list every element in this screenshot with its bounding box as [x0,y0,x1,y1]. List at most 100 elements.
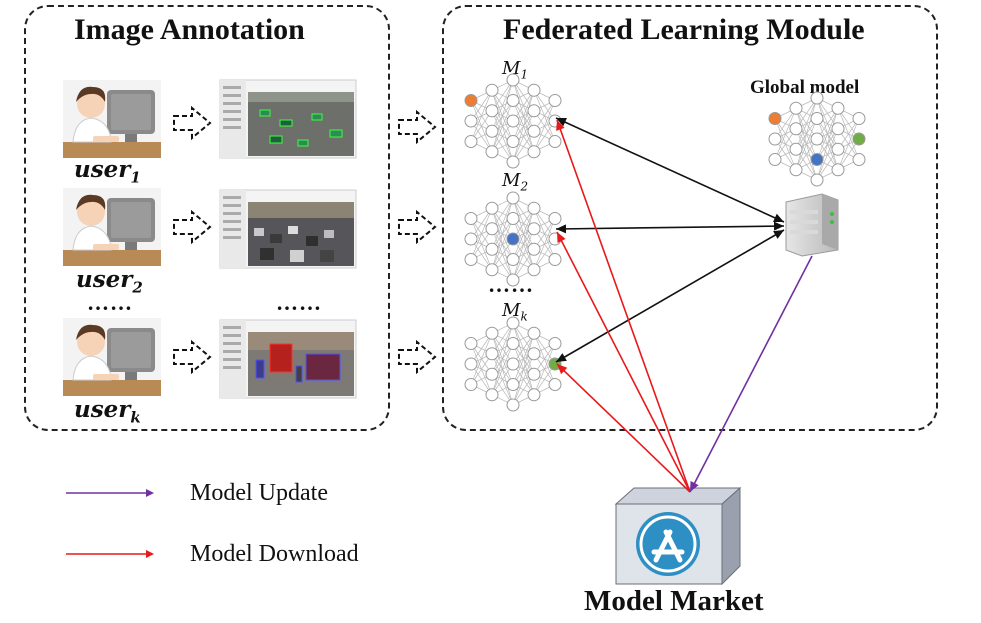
update-arrow-head [690,481,699,492]
nn-node [548,253,562,266]
update-arrow [689,255,813,493]
nn-node [485,367,499,381]
neural-network-m1 [464,73,562,169]
annotation-screenshot-2 [219,189,357,269]
nn-node [527,326,541,340]
nn-node [506,73,520,87]
nn-node [485,201,499,215]
nn-edge [512,228,535,281]
user-icon-k [63,318,161,396]
nn-node [831,122,845,136]
nn-node [527,124,541,138]
nn-edge [795,118,818,170]
nn-node [527,222,541,236]
nn-node [768,132,782,146]
nn-node [464,378,478,391]
sync-arrow-mk-head [773,230,784,239]
nn-node [485,263,499,277]
nn-edge [491,322,514,375]
download-arrow-m1 [556,119,691,493]
nn-node [527,242,541,256]
nn-node [527,83,541,97]
sync-arrow-mk [555,229,785,363]
nn-edge [533,100,556,152]
nn-edge [491,343,514,395]
server-icon [785,193,839,257]
nn-node [789,142,803,156]
dashed-arrow-icon [173,209,212,245]
nn-node [810,112,824,125]
nn-node [464,232,478,246]
nn-node [506,398,520,412]
nn-edge [512,333,535,385]
nn-node [506,337,520,350]
nn-edge [837,118,860,170]
nn-node [464,337,478,350]
nn-edge [491,100,514,152]
nn-node [527,367,541,381]
nn-node [789,163,803,177]
nn-node [527,388,541,402]
nn-node [548,135,562,148]
nn-edge [491,79,514,152]
nn-node [506,273,520,287]
download-arrow-mk-head [557,364,568,375]
nn-node [852,112,866,125]
global-model-label: Global model [750,77,860,98]
federated-learning-title: Federated Learning Module [503,13,865,46]
nn-edge [491,218,514,270]
nn-edge [512,110,535,163]
nn-edge [512,333,535,406]
nn-edge [816,108,839,160]
sync-arrow-mk-line [555,229,785,363]
legend-download-line [66,550,154,558]
download-arrow-m1-head [556,120,565,131]
download-arrow-mk [556,363,691,493]
dashed-arrow-icon [398,109,437,145]
nn-node [548,337,562,350]
nn-edge [774,108,797,160]
nn-node [485,347,499,361]
user-label-2: user2 [76,266,143,297]
nn-node [506,155,520,169]
sync-arrow-m1-head [556,118,567,127]
nn-node [527,145,541,159]
nn-node [831,142,845,156]
nn-node [768,153,782,166]
neural-network-m2 [464,191,562,287]
model-label-1: M1 [502,58,529,82]
nn-node [506,191,520,205]
image-ellipsis: …… [276,290,322,315]
nn-edge [795,97,818,150]
sync-arrow-m2-head [556,224,567,234]
dashed-arrow-icon [398,209,437,245]
neural-network-global [768,91,866,187]
nn-node [810,173,824,187]
nn-node [506,378,520,391]
nn-node [464,253,478,266]
dashed-arrow-icon [398,339,437,375]
nn-node [768,112,782,125]
nn-node [506,253,520,266]
nn-node [831,101,845,115]
nn-edge [816,108,839,181]
nn-edge [470,333,493,385]
nn-node [485,242,499,256]
model-label-k: Mk [502,300,528,324]
sync-arrow-m2 [555,221,785,234]
nn-node [485,83,499,97]
nn-node [831,163,845,177]
annotation-screenshot-k [219,319,357,399]
nn-node [506,135,520,148]
dashed-arrow-icon [173,105,212,141]
user-label-1: user1 [74,156,141,187]
nn-edge [470,208,493,260]
dashed-arrow-icon [173,339,212,375]
user-ellipsis: …… [87,290,133,315]
sync-arrow-mk-head [556,353,567,362]
user-icon-2 [63,188,161,266]
nn-edge [491,79,514,132]
nn-node [506,357,520,371]
